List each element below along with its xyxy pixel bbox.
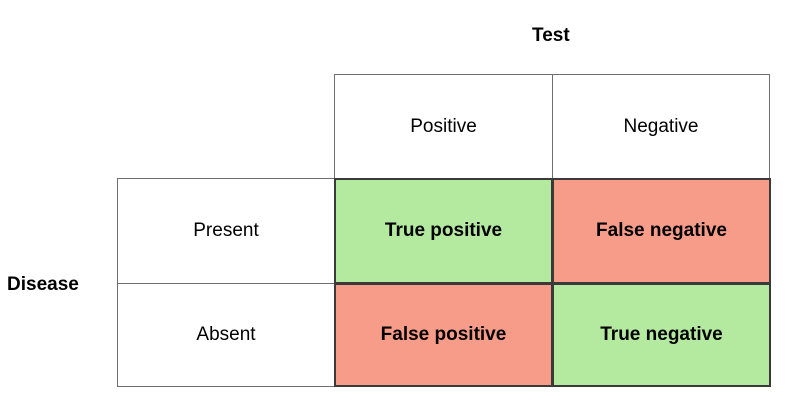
- row-header-present-label: Present: [193, 220, 259, 241]
- row-header-present: Present: [117, 178, 335, 284]
- row-header-absent-label: Absent: [196, 324, 256, 345]
- true-negative-cell: True negative: [552, 283, 771, 387]
- true-positive-label: True positive: [384, 220, 503, 241]
- column-header-negative-label: Negative: [623, 115, 699, 137]
- false-positive-cell: False positive: [334, 283, 553, 387]
- true-negative-label: True negative: [600, 324, 723, 345]
- disease-axis-label: Disease: [7, 274, 79, 295]
- row-header-absent: Absent: [117, 283, 335, 387]
- false-negative-cell: False negative: [552, 178, 771, 284]
- column-header-negative: Negative: [552, 74, 770, 179]
- column-header-positive: Positive: [334, 74, 553, 179]
- false-negative-label: False negative: [596, 220, 727, 241]
- column-header-positive-label: Positive: [410, 115, 477, 137]
- false-positive-label: False positive: [380, 324, 507, 345]
- true-positive-cell: True positive: [334, 178, 553, 284]
- test-axis-label: Test: [532, 25, 570, 46]
